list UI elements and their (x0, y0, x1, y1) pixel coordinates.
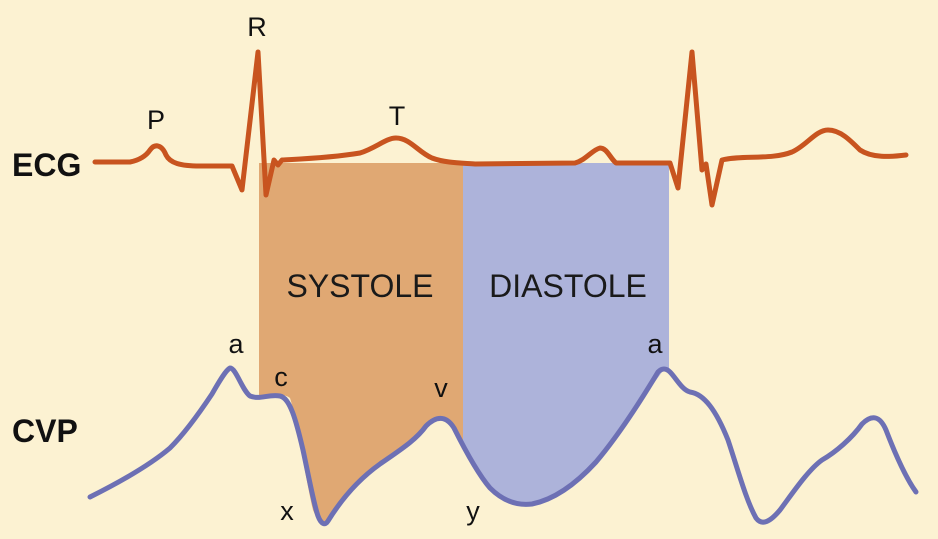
diastole-region (463, 163, 669, 505)
ecg-row-label: ECG (12, 147, 81, 183)
cvp-row-label: CVP (12, 413, 78, 449)
cvp-v-wave-label: v (434, 373, 448, 403)
ecg-trace (92, 49, 909, 208)
systole-label: SYSTOLE (286, 268, 433, 304)
cvp-a-wave-label-second: a (647, 329, 663, 359)
ecg-t-wave-label: T (389, 101, 406, 131)
cvp-a-wave-label: a (228, 329, 244, 359)
ecg-p-wave-label: P (147, 105, 165, 135)
diastole-label: DIASTOLE (489, 268, 647, 304)
systole-region (259, 163, 463, 526)
cvp-y-descent-label: y (466, 496, 480, 526)
ecg-r-wave-label: R (247, 12, 267, 42)
cvp-x-descent-label: x (280, 496, 294, 526)
cvp-trace (87, 365, 919, 527)
cvp-c-wave-label: c (274, 362, 288, 392)
